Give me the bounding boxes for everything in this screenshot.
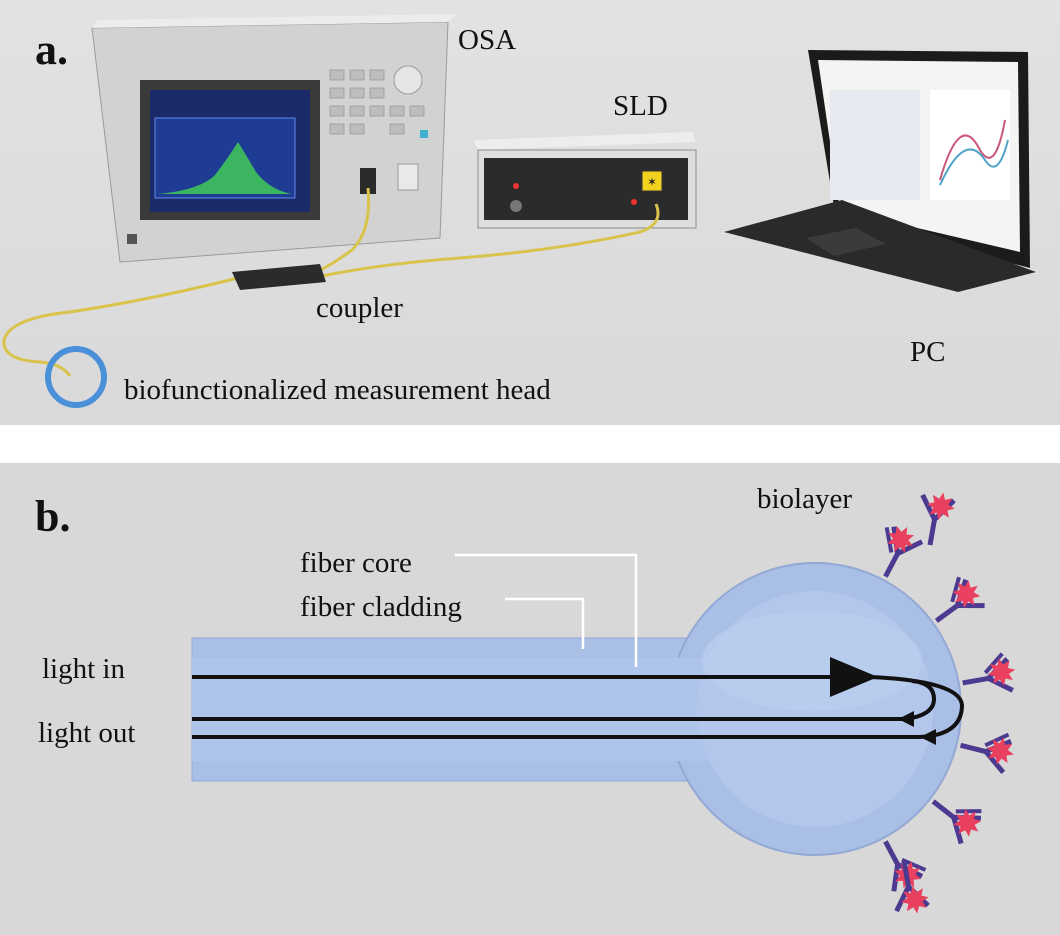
fiber-cables bbox=[2, 187, 660, 377]
fiber-core bbox=[192, 591, 933, 827]
osa-label: OSA bbox=[458, 24, 517, 56]
osa-knob bbox=[393, 65, 423, 95]
probe-illustration bbox=[191, 492, 1016, 914]
coupler-device bbox=[232, 264, 326, 290]
osa-spectrum bbox=[158, 142, 292, 194]
coupler-label: coupler bbox=[316, 292, 403, 324]
pc-laptop bbox=[724, 50, 1036, 292]
sld-source: ✶ bbox=[474, 132, 697, 229]
antibody-6 bbox=[883, 840, 927, 892]
measurement-head-marker bbox=[45, 346, 107, 408]
setup-illustration: ✶ bbox=[2, 14, 1036, 408]
biolayer-label: biolayer bbox=[757, 483, 853, 515]
antibody-8 bbox=[920, 492, 956, 546]
antibody-5 bbox=[931, 799, 982, 845]
fiber-core-leader bbox=[455, 553, 638, 667]
antibody-7 bbox=[894, 860, 930, 914]
fiber-osa-to-coupler bbox=[315, 187, 371, 274]
antibody-4 bbox=[959, 732, 1014, 775]
antibody-2 bbox=[934, 576, 985, 623]
fiber-core-label: fiber core bbox=[300, 547, 412, 579]
svg-text:✶: ✶ bbox=[647, 175, 657, 189]
head-label: biofunctionalized measurement head bbox=[124, 374, 551, 406]
laser-warning-icon bbox=[641, 170, 663, 192]
biolayer-antibodies bbox=[883, 492, 1016, 914]
panel-b-probe: b. biolayer fiber core fiber cladding li… bbox=[0, 463, 1060, 935]
fiber-cladding-label: fiber cladding bbox=[300, 591, 462, 623]
laptop-keyboard bbox=[724, 200, 1036, 292]
light-paths bbox=[192, 657, 965, 745]
panel-b-letter: b. bbox=[35, 492, 71, 541]
pc-label: PC bbox=[910, 336, 946, 368]
osa-keypad bbox=[329, 69, 425, 135]
antibody-3 bbox=[962, 652, 1016, 693]
light-in-label: light in bbox=[42, 653, 125, 685]
osa-instrument bbox=[91, 14, 456, 263]
sld-label: SLD bbox=[613, 90, 668, 122]
leader-lines bbox=[455, 553, 638, 667]
panel-a-letter: a. bbox=[35, 25, 68, 74]
fiber-coupler-to-head bbox=[2, 276, 239, 377]
sld-key-switch bbox=[510, 200, 522, 212]
light-out-label: light out bbox=[38, 717, 136, 749]
osa-input-port bbox=[360, 168, 376, 194]
fiber-cladding-leader bbox=[505, 597, 585, 649]
antibody-1 bbox=[883, 525, 924, 578]
fiber-sld-to-coupler bbox=[321, 203, 660, 278]
panel-a-setup: ✶ a. OSA SLD coupler PC biofunctionalize… bbox=[0, 0, 1060, 425]
